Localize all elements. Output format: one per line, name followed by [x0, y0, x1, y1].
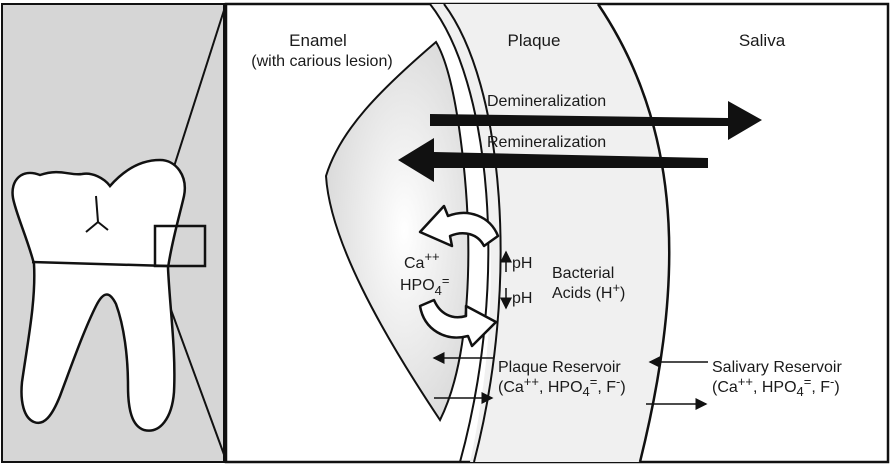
ion-phosphate: HPO4= [400, 273, 450, 298]
ion-calcium: Ca++ [404, 249, 440, 272]
label-enamel-note: (with carious lesion) [251, 53, 392, 70]
demineralization-arrow [430, 101, 762, 140]
plaque-saliva-boundary [596, 3, 671, 463]
salivary-reservoir-ions: (Ca++, HPO4=, F-) [712, 374, 840, 399]
plaque-reservoir-ions: (Ca++, HPO4=, F-) [498, 374, 626, 399]
label-demineralization: Demineralization [487, 93, 606, 110]
label-acids: Acids (H+) [552, 280, 625, 302]
lower-curved-arrow [418, 298, 498, 348]
label-plaque: Plaque [508, 31, 561, 50]
label-ph-up: pH [512, 255, 532, 272]
reservoir-exchange-arrows [432, 352, 708, 410]
enamel-surface-line-inner [443, 3, 502, 463]
label-saliva: Saliva [739, 31, 786, 50]
remineralization-arrow [398, 138, 708, 182]
label-remineralization: Remineralization [487, 134, 606, 151]
tooth-illustration [11, 158, 187, 432]
label-bacterial: Bacterial [552, 265, 614, 282]
upper-curved-arrow [418, 204, 500, 248]
label-salivary-reservoir: Salivary Reservoir [712, 359, 842, 376]
label-plaque-reservoir: Plaque Reservoir [498, 359, 621, 376]
label-ph-down: pH [512, 290, 532, 307]
zoom-box [153, 224, 207, 268]
enamel-surface-line-outer [429, 3, 490, 463]
exchange-cycle-arrows [418, 204, 500, 348]
label-enamel: Enamel [289, 31, 347, 50]
